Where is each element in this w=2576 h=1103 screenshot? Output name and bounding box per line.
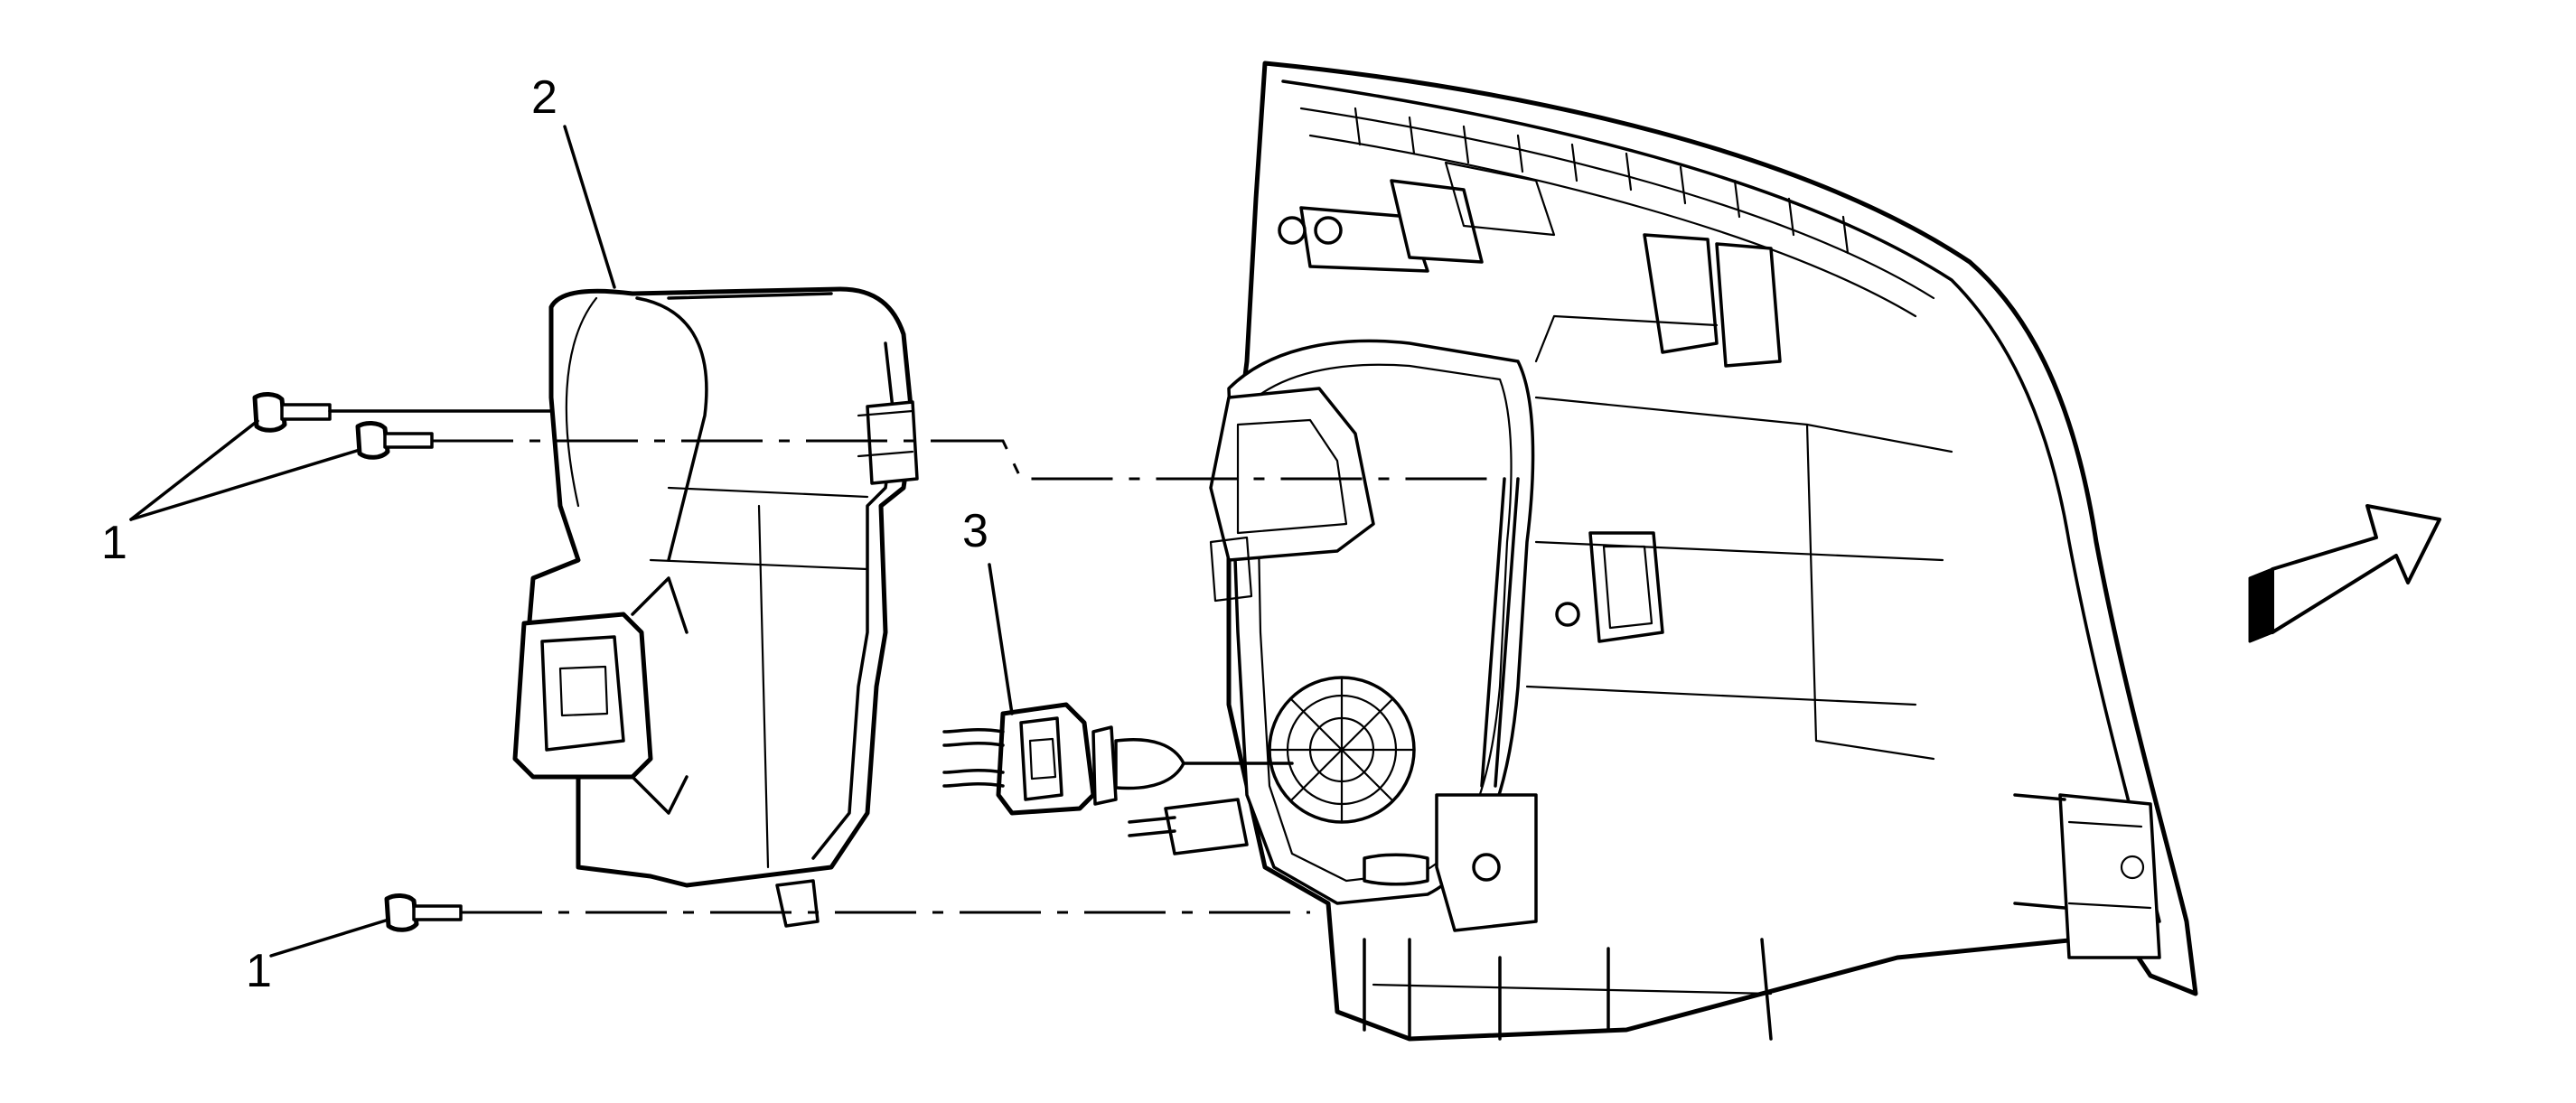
bolt-upper-right xyxy=(355,421,434,460)
callout-1-lower: 1 xyxy=(246,945,272,997)
callout-3: 3 xyxy=(962,505,988,557)
callout-1-upper: 1 xyxy=(101,517,127,569)
callout-2: 2 xyxy=(531,71,557,124)
bolt-lower xyxy=(384,893,463,932)
housing-cover xyxy=(512,286,919,928)
leader-lines xyxy=(129,125,1014,958)
bulb-socket xyxy=(942,702,1185,816)
headlamp-housing xyxy=(1128,61,2198,1042)
forward-arrow-icon xyxy=(2248,504,2441,643)
bolt-upper-left xyxy=(252,392,332,433)
assembly-lines xyxy=(328,409,1500,914)
